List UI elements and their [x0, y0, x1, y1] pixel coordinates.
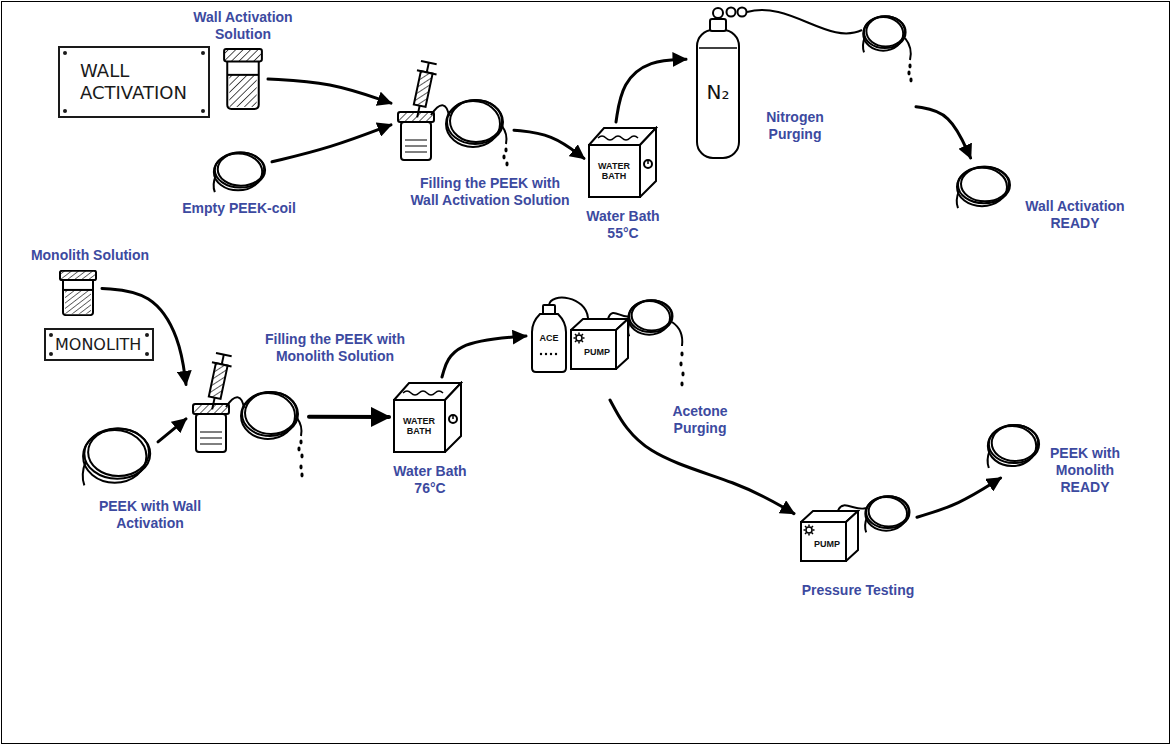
caption: Nitrogen Purging [758, 109, 833, 143]
peek-coil [957, 167, 1010, 208]
drip [905, 38, 913, 82]
peek-coil [988, 425, 1040, 468]
caption: Wall Activation Solution [188, 9, 298, 43]
caption: Empty PEEK-coil [182, 200, 296, 217]
process-arrow [610, 400, 794, 514]
caption: Monolith Solution [31, 247, 149, 264]
screw-dot [145, 333, 149, 337]
filling-station: Filling the PEEK with Wall Activation So… [395, 60, 510, 168]
tube [608, 313, 630, 319]
sign-text: WALL ACTIVATION [80, 60, 187, 104]
solution-jar [60, 271, 96, 315]
device-label: PUMP [814, 539, 840, 549]
device-label: WATER BATH [598, 161, 630, 181]
nitrogen-cylinder [697, 8, 862, 159]
pump [571, 319, 628, 369]
screw-dot [63, 51, 67, 55]
process-arrow [442, 336, 526, 377]
screw-dot [145, 352, 149, 356]
process-arrow [514, 130, 584, 158]
peek-coil: Empty PEEK-coil [210, 148, 268, 194]
peek-coil: Wall Activation READY [952, 162, 1014, 212]
process-arrow [916, 107, 971, 158]
peek-coil [628, 300, 672, 336]
process-arrow [917, 478, 1001, 517]
drip [672, 322, 685, 386]
screw-dot [201, 109, 205, 113]
acetone-purging: ACEPUMPAcetone Purging [530, 296, 690, 396]
process-arrow [272, 125, 391, 162]
water-bath: WATER BATHWater Bath 76°C [393, 381, 463, 453]
nitrogen-purging: N₂ Nitrogen Purging [690, 4, 912, 162]
screw-dot [63, 109, 67, 113]
process-arrow [158, 419, 186, 442]
peek-coil [863, 16, 906, 52]
tube [838, 505, 866, 511]
pump [801, 511, 858, 561]
process-arrow [616, 59, 686, 122]
water-bath [394, 383, 461, 452]
peek-coil [865, 496, 909, 532]
sign-text: MONOLITH [55, 335, 141, 354]
caption: PEEK with Wall Activation [90, 498, 210, 532]
screw-dot [49, 333, 53, 337]
caption: Wall Activation READY [1018, 198, 1133, 232]
dots [540, 353, 557, 355]
caption: Filling the PEEK with Monolith Solution [255, 331, 415, 365]
section-sign: WALL ACTIVATION [58, 46, 210, 118]
screw-dot [49, 352, 53, 356]
process-arrow [309, 415, 389, 419]
peek-coil: PEEK with Monolith READY [982, 418, 1044, 474]
drip [299, 465, 303, 478]
filling-station [193, 353, 304, 459]
process-arrow [268, 79, 391, 103]
filling-station [398, 61, 509, 167]
section-sign: MONOLITH [44, 328, 154, 361]
caption: Pressure Testing [802, 582, 915, 599]
peek-coil [214, 153, 266, 193]
caption: Acetone Purging [663, 403, 738, 437]
solution-jar: Monolith Solution [58, 270, 98, 316]
caption: Water Bath 55°C [578, 208, 668, 242]
device-label: N₂ [707, 81, 730, 103]
pressure-testing: PUMPPressure Testing [798, 492, 913, 564]
peek-coil: PEEK with Wall Activation [78, 422, 154, 488]
solution-jar [224, 49, 262, 109]
screw-dot [201, 51, 205, 55]
water-bath: WATER BATHWater Bath 55°C [588, 126, 658, 198]
peek-coil [83, 429, 150, 486]
water-bath [589, 128, 656, 197]
caption: Filling the PEEK with Wall Activation So… [407, 175, 574, 209]
caption: PEEK with Monolith READY [1048, 445, 1123, 496]
device-label: PUMP [584, 347, 610, 357]
device-label: ACE [539, 333, 558, 343]
filling-station: Filling the PEEK with Monolith Solution [190, 352, 305, 460]
caption: Water Bath 76°C [385, 463, 475, 497]
device-label: WATER BATH [403, 416, 435, 436]
solution-jar: Wall Activation Solution [222, 48, 264, 110]
